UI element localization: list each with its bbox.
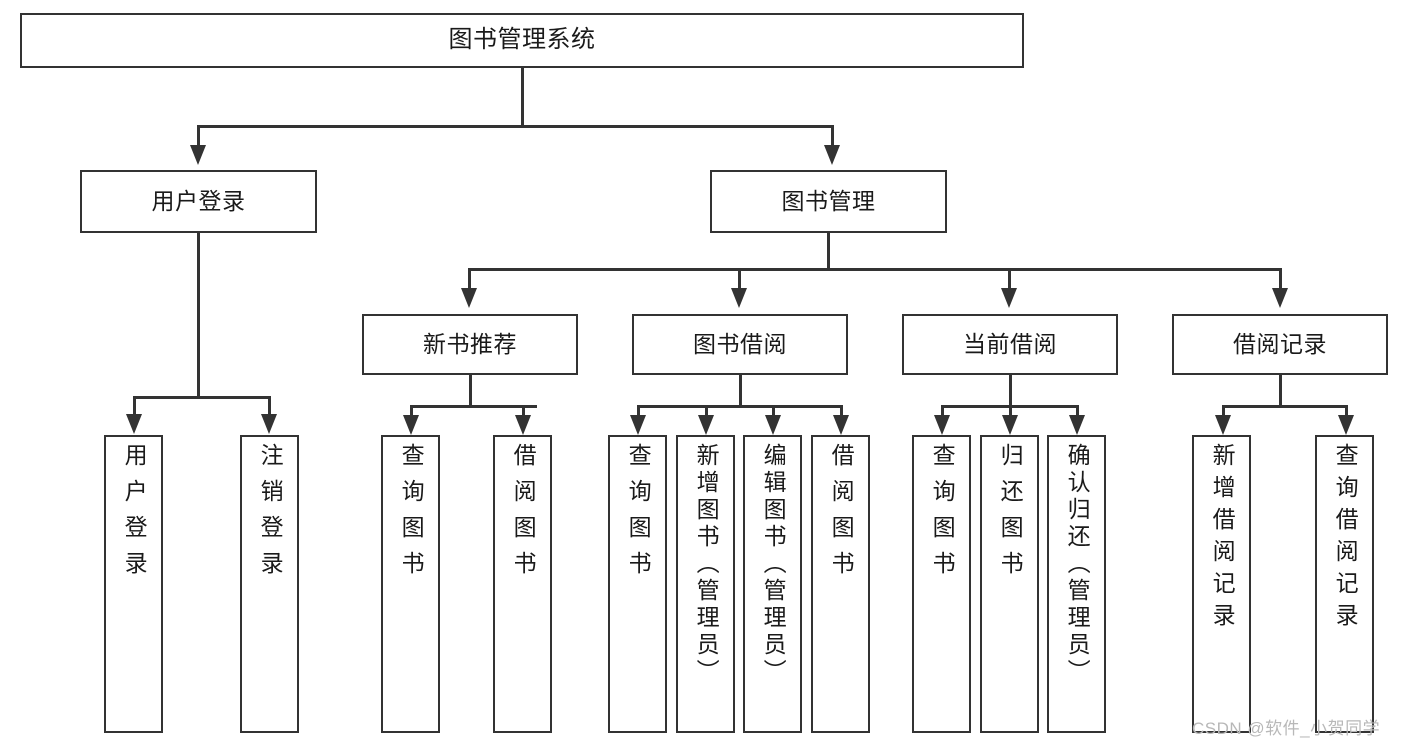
node-label: 借阅图书	[828, 443, 855, 587]
node-label: 新增图书（管理员）	[693, 443, 720, 686]
connector-userlogin-stem	[197, 233, 200, 398]
connector-bookborrow-drop-2	[772, 405, 775, 417]
node-label: 用户登录	[151, 188, 246, 215]
connector-root-stem	[521, 68, 524, 126]
node-label: 查询图书	[398, 443, 425, 587]
node-label: 确认归还（管理员）	[1064, 443, 1091, 686]
arrowhead-book-borrow-leaf-1	[698, 415, 714, 435]
connector-bookborrow-stem	[739, 375, 742, 407]
leaf-user-login-login[interactable]: 用户登录	[104, 435, 163, 733]
arrowhead-to-borrow-record	[1272, 288, 1288, 308]
connector-newbook-stem	[469, 375, 472, 407]
leaf-borrow-record-add-record[interactable]: 新增借阅记录	[1192, 435, 1251, 733]
arrowhead-borrow-record-leaf-1	[1338, 415, 1354, 435]
connector-userlogin-drop-1	[268, 396, 271, 414]
leaf-book-borrow-query-books[interactable]: 查询图书	[608, 435, 667, 733]
node-label: 当前借阅	[963, 331, 1057, 358]
node-label: 查询图书	[625, 443, 652, 587]
connector-bookmgmt-drop-3	[1279, 268, 1282, 288]
leaf-new-book-query-books[interactable]: 查询图书	[381, 435, 440, 733]
connector-root-bus	[197, 125, 833, 128]
node-book-management[interactable]: 图书管理	[710, 170, 947, 233]
leaf-new-book-borrow-books[interactable]: 借阅图书	[493, 435, 552, 733]
node-label: 图书管理系统	[448, 26, 596, 54]
arrowhead-to-book-borrow	[731, 288, 747, 308]
connector-userlogin-bus	[133, 396, 270, 399]
connector-userlogin-drop-0	[133, 396, 136, 414]
connector-newbook-bus	[410, 405, 537, 408]
node-label: 归还图书	[997, 443, 1024, 587]
arrowhead-book-borrow-leaf-2	[765, 415, 781, 435]
leaf-current-borrow-return-books[interactable]: 归还图书	[980, 435, 1039, 733]
node-label: 图书借阅	[693, 331, 787, 358]
connector-currentborrow-drop-0	[941, 405, 944, 417]
connector-newbook-drop-0	[410, 405, 413, 417]
arrowhead-to-user-login	[190, 145, 206, 165]
leaf-book-borrow-edit-book-admin[interactable]: 编辑图书（管理员）	[743, 435, 802, 733]
node-current-borrow[interactable]: 当前借阅	[902, 314, 1118, 375]
leaf-book-borrow-add-book-admin[interactable]: 新增图书（管理员）	[676, 435, 735, 733]
connector-bookborrow-bus	[637, 405, 842, 408]
connector-bookmgmt-drop-0	[468, 268, 471, 288]
node-label: 编辑图书（管理员）	[760, 443, 787, 686]
connector-borrowrecord-drop-1	[1345, 405, 1348, 417]
leaf-user-login-logout[interactable]: 注销登录	[240, 435, 299, 733]
node-label: 新书推荐	[423, 331, 517, 358]
connector-currentborrow-stem	[1009, 375, 1012, 407]
leaf-current-borrow-confirm-return-admin[interactable]: 确认归还（管理员）	[1047, 435, 1106, 733]
arrowhead-new-book-leaf-0	[403, 415, 419, 435]
connector-bookborrow-drop-0	[637, 405, 640, 417]
node-label: 新增借阅记录	[1209, 443, 1236, 635]
connector-borrowrecord-drop-0	[1222, 405, 1225, 417]
connector-bookborrow-drop-1	[705, 405, 708, 417]
node-new-book-recommend[interactable]: 新书推荐	[362, 314, 578, 375]
node-label: 借阅记录	[1233, 331, 1327, 358]
node-label: 借阅图书	[510, 443, 537, 587]
arrowhead-to-book-manage	[824, 145, 840, 165]
arrowhead-new-book-leaf-1	[515, 415, 531, 435]
leaf-book-borrow-borrow-books[interactable]: 借阅图书	[811, 435, 870, 733]
node-user-login[interactable]: 用户登录	[80, 170, 317, 233]
node-label: 用户登录	[121, 443, 148, 587]
arrowhead-current-borrow-leaf-0	[934, 415, 950, 435]
leaf-current-borrow-query-books[interactable]: 查询图书	[912, 435, 971, 733]
node-root-system[interactable]: 图书管理系统	[20, 13, 1024, 68]
arrowhead-user-login-leaf-1	[261, 414, 277, 434]
node-book-borrow[interactable]: 图书借阅	[632, 314, 848, 375]
connector-currentborrow-drop-1	[1009, 405, 1012, 417]
arrowhead-user-login-leaf-0	[126, 414, 142, 434]
connector-bookborrow-drop-3	[840, 405, 843, 417]
connector-newbook-drop-1	[522, 405, 525, 417]
arrowhead-to-current-borrow	[1001, 288, 1017, 308]
connector-bookmgmt-drop-1	[738, 268, 741, 288]
arrowhead-current-borrow-leaf-2	[1069, 415, 1085, 435]
connector-root-drop-right	[831, 125, 834, 145]
node-label: 查询借阅记录	[1332, 443, 1359, 635]
connector-currentborrow-drop-2	[1076, 405, 1079, 417]
arrowhead-current-borrow-leaf-1	[1002, 415, 1018, 435]
arrowhead-borrow-record-leaf-0	[1215, 415, 1231, 435]
node-borrow-record[interactable]: 借阅记录	[1172, 314, 1388, 375]
arrowhead-book-borrow-leaf-0	[630, 415, 646, 435]
connector-root-drop-left	[197, 125, 200, 145]
connector-bookmgmt-bus	[468, 268, 1282, 271]
arrowhead-book-borrow-leaf-3	[833, 415, 849, 435]
arrowhead-to-new-book	[461, 288, 477, 308]
node-label: 图书管理	[781, 188, 876, 215]
leaf-borrow-record-query-record[interactable]: 查询借阅记录	[1315, 435, 1374, 733]
connector-bookmgmt-drop-2	[1008, 268, 1011, 288]
connector-borrowrecord-bus	[1222, 405, 1348, 408]
node-label: 注销登录	[257, 443, 284, 587]
node-label: 查询图书	[929, 443, 956, 587]
connector-borrowrecord-stem	[1279, 375, 1282, 407]
connector-bookmgmt-stem	[827, 233, 830, 270]
